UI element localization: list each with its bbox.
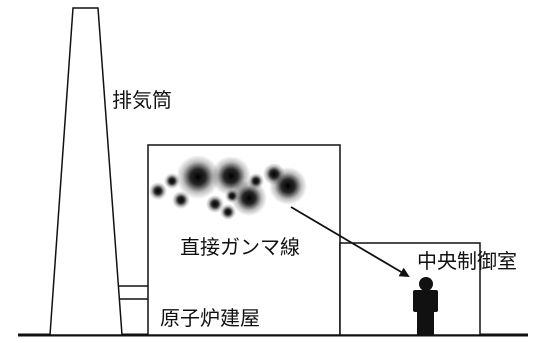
connecting-duct <box>119 285 148 300</box>
radiation-blob <box>149 182 167 200</box>
radiation-cloud <box>149 155 307 220</box>
radiation-blob <box>164 173 180 189</box>
direct-gamma-label: 直接ガンマ線 <box>180 235 300 259</box>
radiation-blob <box>172 191 190 209</box>
exhaust-stack <box>49 7 123 336</box>
control-room-label: 中央制御室 <box>417 249 517 273</box>
radiation-blob <box>248 173 264 189</box>
radiation-blob <box>231 180 267 216</box>
radiation-blob <box>263 163 285 185</box>
radiation-blob <box>176 155 220 199</box>
reactor-building-label: 原子炉建屋 <box>160 306 260 330</box>
person-figure <box>413 277 438 335</box>
control-room-building <box>339 242 481 336</box>
radiation-blob <box>206 195 224 213</box>
exhaust-stack-label: 排気筒 <box>112 88 172 112</box>
radiation-blob <box>220 204 236 220</box>
gamma-ray-arrow <box>290 206 410 278</box>
radiation-blob <box>225 189 239 203</box>
